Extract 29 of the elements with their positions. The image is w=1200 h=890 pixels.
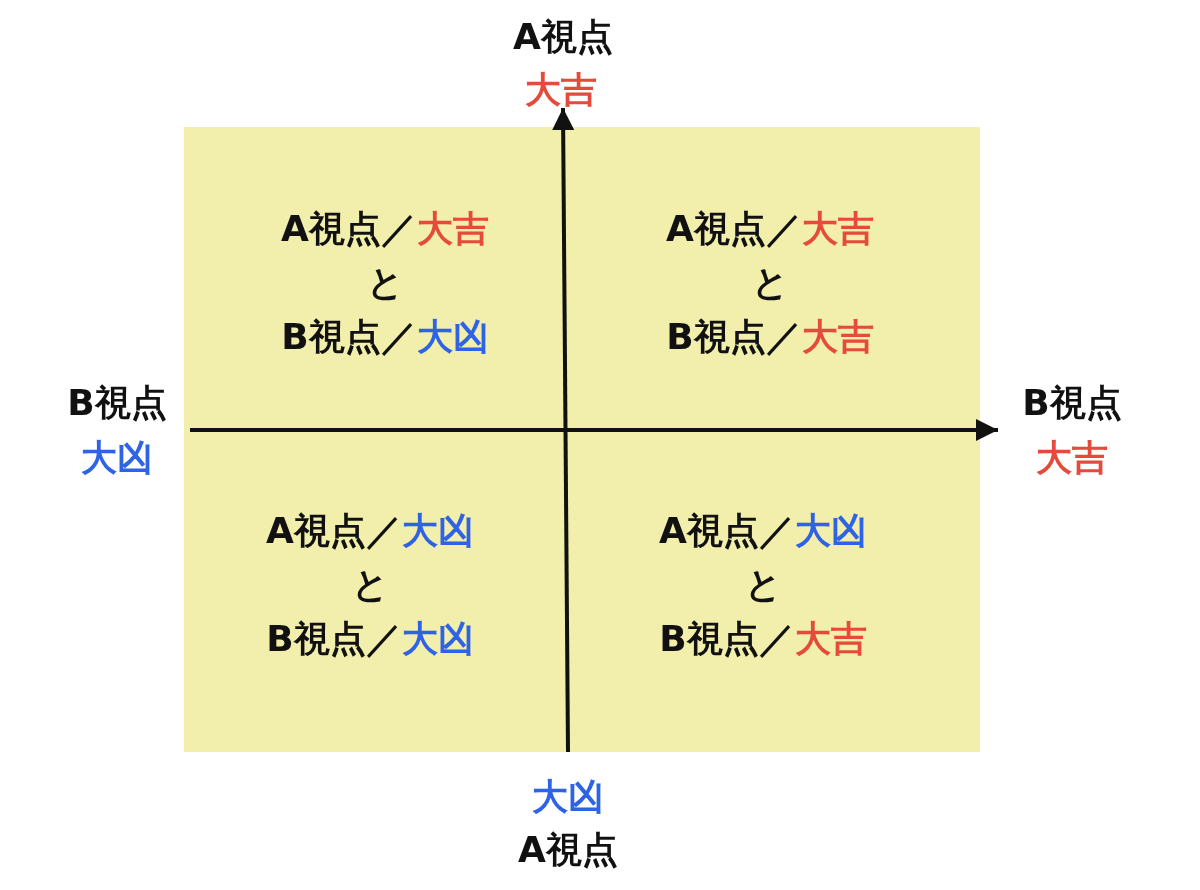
fortune-text: 大凶 [794, 510, 867, 551]
conjunction-text: と [744, 564, 782, 605]
axis-end-label: B視点 [1022, 381, 1122, 425]
viewpoint-text: B視点／ [281, 316, 417, 357]
fortune-text: 大吉 [801, 208, 874, 249]
fortune-label: 大凶 [532, 775, 604, 819]
viewpoint-text: A視点／ [659, 510, 795, 551]
viewpoint-text: A視点／ [666, 208, 802, 249]
conjunction-text: と [351, 564, 389, 605]
viewpoint-text: A視点／ [281, 208, 417, 249]
fortune-text: 大吉 [794, 618, 867, 659]
conjunction-text: と [751, 262, 789, 303]
fortune-text: 大凶 [401, 618, 474, 659]
quadrant-panel [184, 127, 980, 752]
axis-end-label: B視点 [67, 381, 167, 425]
viewpoint-text: B視点／ [266, 618, 402, 659]
fortune-label: 大吉 [525, 68, 597, 112]
fortune-label: 大凶 [81, 436, 153, 480]
axis-end-label: A視点 [518, 828, 618, 872]
fortune-text: 大凶 [401, 510, 474, 551]
viewpoint-text: B視点／ [666, 316, 802, 357]
fortune-label: 大吉 [1036, 436, 1108, 480]
fortune-text: 大凶 [416, 316, 489, 357]
axis-end-label: A視点 [513, 15, 613, 59]
viewpoint-text: B視点／ [659, 618, 795, 659]
fortune-text: 大吉 [801, 316, 874, 357]
conjunction-text: と [366, 262, 404, 303]
fortune-text: 大吉 [416, 208, 489, 249]
viewpoint-text: A視点／ [266, 510, 402, 551]
